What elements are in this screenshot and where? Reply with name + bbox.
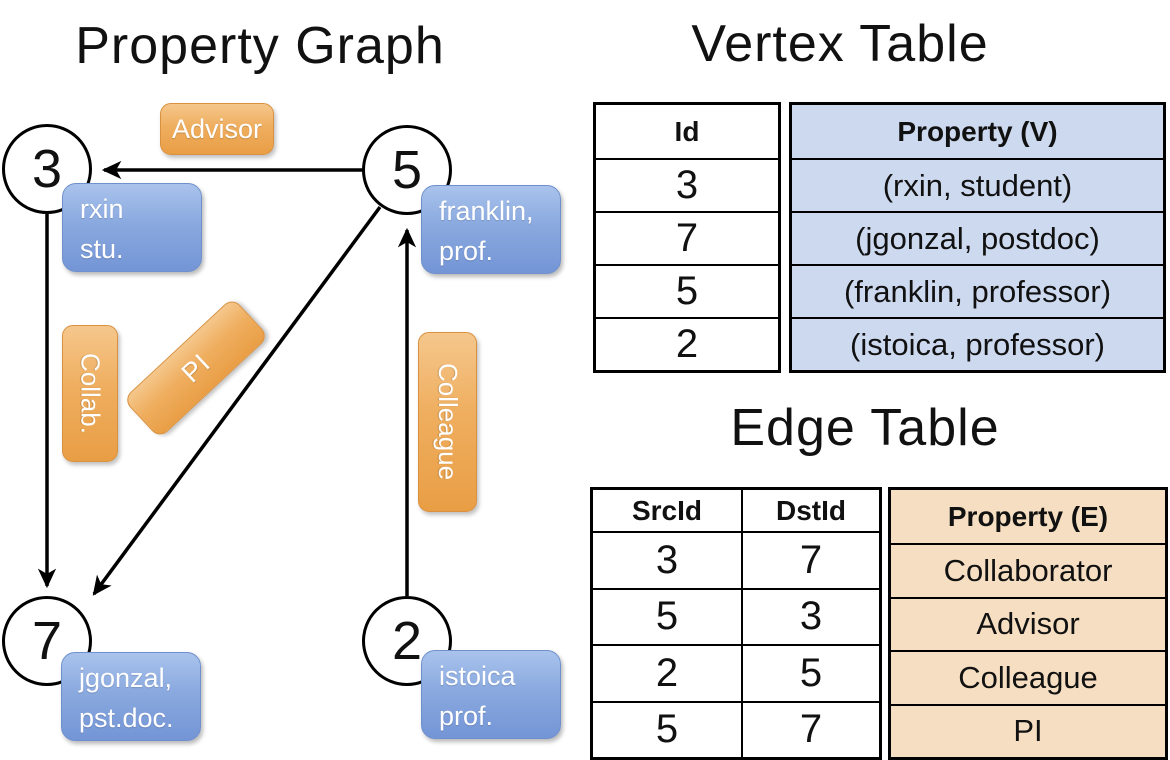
vertex-table-property-cell: (rxin, student) <box>792 158 1163 211</box>
vertex-table-property-cell: (franklin, professor) <box>792 264 1163 317</box>
vertex-property-line: jgonzal, <box>79 663 173 693</box>
edge-table-srcid-header: SrcId <box>631 494 703 526</box>
edge-label-advisor: Advisor <box>160 103 274 155</box>
edge-table-dstid-cell: 3 <box>741 587 879 645</box>
vertex-node-7-id: 7 <box>31 611 63 671</box>
edge-table-property-cell: PI <box>891 703 1165 757</box>
edge-table-srcid-cell: 5 <box>593 587 741 644</box>
vertex-table-title: Vertex Table <box>691 15 989 73</box>
vertex-table-property-header: Property (V) <box>897 115 1058 147</box>
property-graph-diagram: 3 5 7 2 rxin stu. franklin, prof. jgonza… <box>2 103 561 741</box>
edge-table-property-column: Property (E) Collaborator Advisor Collea… <box>888 487 1168 760</box>
edge-table-dstid-cell: 7 <box>741 531 879 588</box>
edge-label-collab: Collab. <box>62 325 118 462</box>
edge-table-srcid-cell: 5 <box>593 700 741 757</box>
edge-table-property-cell: Advisor <box>891 596 1165 650</box>
vertex-property-line: pst.doc. <box>79 703 174 733</box>
vertex-property-line: prof. <box>439 701 494 731</box>
edge-table-id-columns: SrcId DstId 3 7 5 3 2 5 5 7 <box>590 487 882 760</box>
edge-table-property-header: Property (E) <box>947 500 1109 532</box>
vertex-node-3-id: 3 <box>31 139 63 199</box>
vertex-property-box-rxin: rxin stu. <box>62 183 202 272</box>
vertex-table-id-cell: 3 <box>596 158 778 211</box>
edge-label-text: Advisor <box>171 113 263 144</box>
vertex-table-property-cell: (jgonzal, postdoc) <box>792 211 1163 264</box>
vertex-property-line: rxin <box>80 194 124 224</box>
edge-table-dstid-cell: 5 <box>741 644 879 701</box>
vertex-node-2: 2 <box>362 596 452 686</box>
edge-table-srcid-cell: 2 <box>593 644 741 700</box>
vertex-property-line: istoica <box>439 661 516 691</box>
property-graph-title: Property Graph <box>75 17 445 75</box>
vertex-property-box-franklin: franklin, prof. <box>421 185 561 274</box>
edge-table-srcid-cell: 3 <box>593 531 741 587</box>
vertex-table-property-column: Property (V) (rxin, student) (jgonzal, p… <box>789 102 1166 373</box>
vertex-table-id-header: Id <box>674 115 700 147</box>
edge-table-title: Edge Table <box>730 399 1000 457</box>
vertex-property-line: stu. <box>80 234 124 264</box>
edge-label-text: Colleague <box>433 363 463 481</box>
vertex-property-box-jgonzal: jgonzal, pst.doc. <box>61 652 201 741</box>
edge-table-property-cell: Collaborator <box>891 543 1165 596</box>
vertex-table-id-cell: 2 <box>596 317 778 370</box>
edge-table-dstid-cell: 7 <box>741 700 879 757</box>
vertex-node-5: 5 <box>362 125 452 215</box>
vertex-table-id-cell: 5 <box>596 264 778 317</box>
edge-label-text: PI <box>175 347 216 388</box>
edge-table-dstid-header: DstId <box>741 490 879 532</box>
vertex-table-property-cell: (istoica, professor) <box>792 317 1163 370</box>
edge-label-pi: PI <box>122 297 270 439</box>
vertex-node-5-id: 5 <box>391 140 423 200</box>
vertex-property-line: prof. <box>439 236 494 266</box>
vertex-table-id-column: Id 3 7 5 2 <box>593 102 781 373</box>
edge-label-colleague: Colleague <box>418 332 477 512</box>
vertex-node-2-id: 2 <box>391 611 423 671</box>
edge-label-text: Collab. <box>75 353 106 434</box>
vertex-property-box-istoica: istoica prof. <box>421 650 561 739</box>
vertex-property-line: franklin, <box>439 196 534 226</box>
vertex-table-id-cell: 7 <box>596 211 778 264</box>
edge-table-property-cell: Colleague <box>891 650 1165 703</box>
